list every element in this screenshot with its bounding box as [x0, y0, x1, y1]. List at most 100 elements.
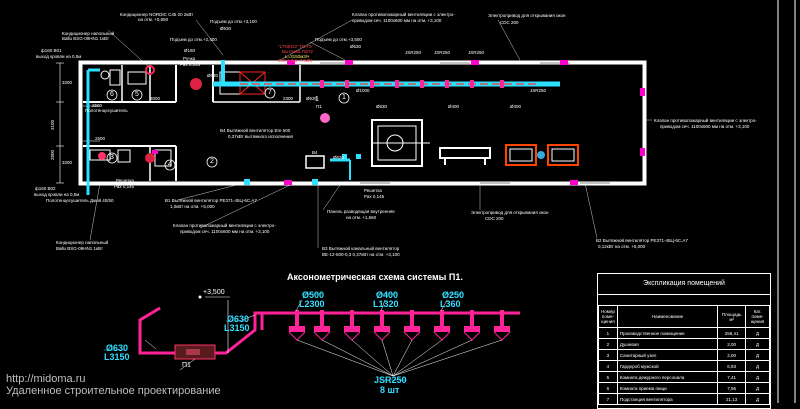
room-number: 4	[168, 161, 172, 168]
fire-valve-3-label: Клапан противопожарный вентиляции с элек…	[654, 118, 757, 123]
towel-dryer-label: Полотенцесушитель	[85, 108, 128, 113]
legend-table: Номер поме-щения Наименование Площадь м²…	[598, 305, 770, 405]
rise-label: Подъем до отм.+3,100	[210, 19, 257, 24]
tag-label: В4	[312, 150, 318, 155]
floor-conditioner-2-label: Кондиционер напольный	[56, 240, 109, 245]
axonometric-scheme	[104, 293, 520, 381]
window-drive-model-label: CDC 200	[500, 20, 519, 25]
unit-power-label: 400-0,9/4=7,5кВт	[278, 58, 313, 63]
watermark-tagline: Удаленное строительное проектирование	[6, 385, 221, 397]
duct-label: Ø630	[376, 104, 388, 109]
wall-fans	[244, 154, 361, 185]
floor-conditioner-label: Кондиционер напольный	[62, 31, 115, 36]
fire-valve-label: Клапан противопожарный вентиляции с элек…	[352, 12, 455, 17]
table-cell: 6,93	[717, 360, 747, 372]
duct-label: JSR250	[468, 50, 485, 55]
fire-valve-3-spec-label: приводом сеч. 1100x600 мм на отм. +3,100	[660, 124, 750, 129]
grille-type-label: JSR250	[374, 375, 407, 385]
fan-b1-label: В1 Вытяжной вентилятор РЕ371-45Ц-6С.А7	[165, 198, 257, 203]
column-header: Кат. поме-щения	[745, 305, 770, 328]
table-cell: Комната дежурного персонала	[616, 371, 719, 383]
column-header: Наименование	[616, 305, 719, 328]
room-number: 2	[210, 158, 214, 165]
duct-label: Ø400	[448, 104, 460, 109]
table-cell: 7,56	[717, 382, 747, 394]
dim-label: 2500	[92, 103, 103, 108]
grille-count-label: 8 шт	[380, 385, 400, 395]
watermark-url[interactable]: http://midoma.ru	[6, 373, 86, 385]
room-number: 1	[342, 94, 346, 101]
room-number: 6	[110, 91, 114, 98]
table-cell: Д	[745, 371, 770, 383]
duct-diameter-label: Ø500	[302, 290, 325, 300]
table-cell: Д	[745, 338, 770, 350]
table-cell: 258,41	[717, 327, 747, 339]
fan-b3-label: В3 Вытяжной канальный вентилятор	[322, 246, 400, 251]
table-cell: 7,41	[717, 371, 747, 383]
rise-diameter-label: Ø630	[220, 26, 232, 31]
duct-label: Ø400	[510, 104, 522, 109]
table-cell: Д	[745, 382, 770, 394]
duct-flow-label: L1320	[373, 299, 399, 309]
room-markers	[106, 87, 350, 171]
table-cell: Комната приема пищи	[616, 382, 719, 394]
table-cell: Д	[745, 349, 770, 361]
room-number: 3	[110, 154, 114, 161]
window-drive-label: Электропривод для открывания окон	[488, 13, 566, 18]
wall-valves	[152, 60, 645, 185]
duct-flow-label: L360	[440, 299, 461, 309]
exhaust-v02-label: ф160 В02	[35, 186, 56, 191]
dim-label: 2800	[50, 149, 56, 161]
unit-name-label: Вытяжка П1П2	[282, 49, 314, 54]
small-label: Рах 0,145	[114, 184, 135, 189]
floor-conditioner-model-label: Ballu BSG-09HN1 1кВт	[62, 36, 109, 41]
panel-elev-label: на отм. +1,660	[346, 215, 377, 220]
table-cell: Д	[745, 360, 770, 372]
exhaust-v01-label: ф160 В01	[41, 48, 62, 53]
small-label: Ручка	[183, 56, 196, 61]
equipment	[305, 119, 491, 169]
conditioners	[98, 65, 330, 163]
tag-label: П1	[316, 104, 322, 109]
legend-gap	[598, 295, 770, 305]
unit-tag-label: "LTNKG3" П1-ЛУ	[278, 44, 313, 49]
dim-label: 3200	[62, 80, 73, 85]
duct-diameter-label: Ø400	[376, 290, 399, 300]
rise-label-3: Подъем до отм.+2,400	[170, 37, 217, 42]
table-cell: Д	[745, 327, 770, 339]
exhaust-v02-roof-label: выход кровли на 0,5м	[34, 192, 80, 197]
floor-conditioner-2-model-label: Ballu BSG-09HN1 1кВт	[56, 246, 103, 251]
duct-diameter-label: Ø630	[227, 314, 250, 324]
dim-label: 2500	[95, 136, 106, 141]
table-cell: 5	[598, 371, 618, 383]
room-number: 1	[315, 96, 319, 103]
table-cell: Душевая	[616, 338, 719, 350]
duct-grilles	[320, 80, 504, 88]
fan-b1-spec-label: 1,0кВт на отм. +5,000	[170, 204, 215, 209]
table-cell: 6	[598, 382, 618, 394]
table-cell: 1	[598, 327, 618, 339]
duct-diameter-label: Ø250	[442, 290, 465, 300]
duct-label: Ø1000	[356, 88, 370, 93]
small-label: Решетка	[116, 178, 134, 183]
fire-valve-2-spec-label: приводом сеч. 1100x600 мм на отм. +3,100	[180, 229, 270, 234]
small-label: Рах 0,145	[180, 62, 201, 67]
dim-label: 2300	[283, 96, 294, 101]
boilers	[505, 144, 579, 166]
duct-flow-label: L2300	[299, 299, 325, 309]
table-cell: 2	[598, 338, 618, 350]
room-number: 5	[135, 91, 139, 98]
building-plan	[56, 60, 647, 186]
grille-rax-label: Рах 0,145	[364, 194, 385, 199]
conditioner-elev-label: на отм. +0,650	[138, 17, 169, 22]
rise-diameter-label-2: Ø630	[350, 44, 362, 49]
conditioner-label: Кондиционер NORDIC C45 20 2кВт	[120, 12, 194, 17]
exhaust-v01-roof-label: выход кровли на 0,5м	[36, 54, 82, 59]
legend-title: Экспликация помещений	[598, 274, 770, 295]
leader-lines	[89, 19, 652, 248]
